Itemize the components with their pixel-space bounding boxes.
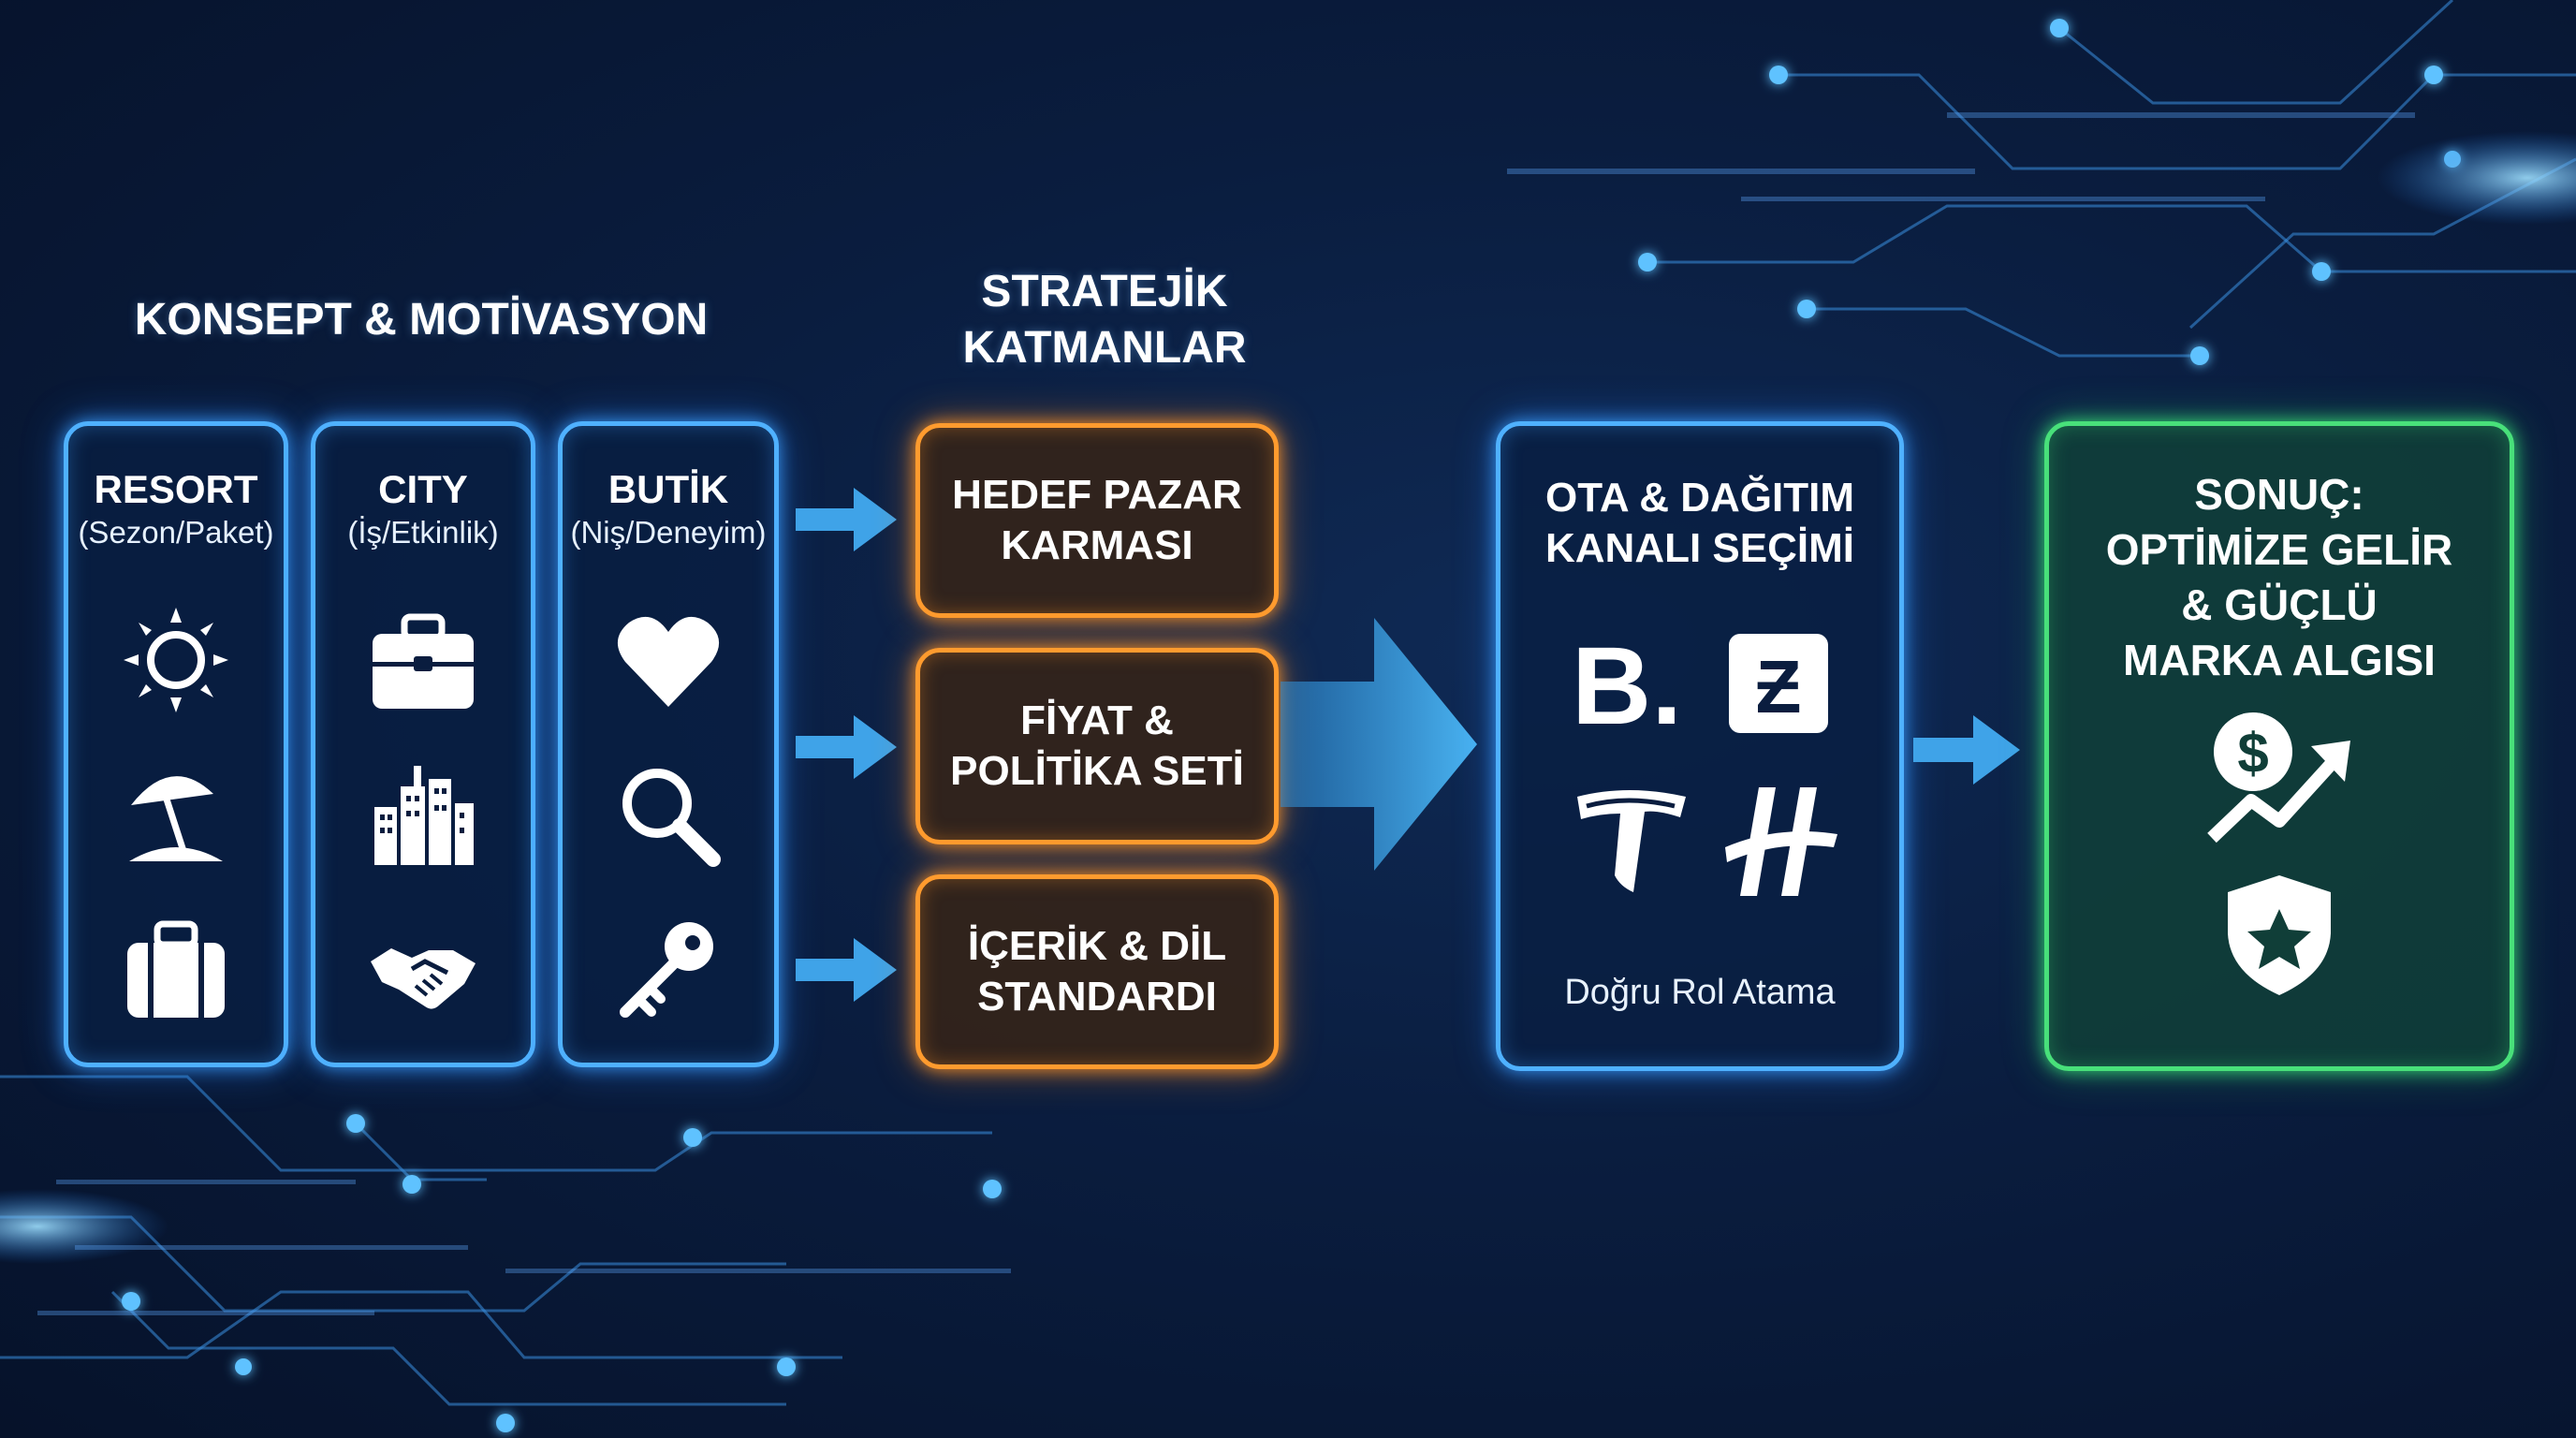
big-arrow-right xyxy=(1281,618,1477,871)
column-subtitle: (Niş/Deneyim) xyxy=(570,515,767,550)
concept-column-city: CITY (İş/Etkinlik) xyxy=(311,421,535,1067)
beach-umbrella-icon xyxy=(129,776,223,861)
strategic-layer-content-language: İÇERİK & DİL STANDARDI xyxy=(915,874,1279,1069)
result-box: SONUÇ: OPTİMİZE GELİR & GÜÇLÜ MARKA ALGI… xyxy=(2044,421,2514,1071)
heart-icon xyxy=(617,616,720,707)
dollar-growth-icon: $ xyxy=(2207,712,2350,844)
svg-text:Ƶ: Ƶ xyxy=(1756,645,1802,728)
layer-label: İÇERİK & DİL STANDARDI xyxy=(967,923,1227,1020)
concept-heading: KONSEPT & MOTİVASYON xyxy=(134,295,709,345)
strategic-layer-target-market: HEDEF PAZAR KARMASI xyxy=(915,423,1279,618)
e-square-logo: Ƶ xyxy=(1729,634,1828,733)
arrow-right-2 xyxy=(796,715,897,779)
layer-label: FİYAT & POLİTİKA SETİ xyxy=(950,697,1244,794)
luggage-icon xyxy=(127,920,225,1018)
column-title: BUTİK xyxy=(607,467,729,511)
shield-star-icon xyxy=(2228,875,2331,995)
t-logo xyxy=(1577,790,1686,892)
column-subtitle: (Sezon/Paket) xyxy=(78,515,274,550)
svg-text:B.: B. xyxy=(1572,624,1682,744)
column-title: RESORT xyxy=(94,467,258,511)
arrow-right-3 xyxy=(796,938,897,1002)
column-title: CITY xyxy=(378,467,468,511)
strategic-layer-price-policy: FİYAT & POLİTİKA SETİ xyxy=(915,648,1279,844)
arrow-right-result xyxy=(1913,715,2020,785)
handshake-icon xyxy=(371,948,476,1009)
result-title: SONUÇ: OPTİMİZE GELİR & GÜÇLÜ MARKA ALGI… xyxy=(2105,470,2453,684)
booking-b-logo: B. xyxy=(1572,624,1682,744)
key-icon xyxy=(620,922,713,1018)
layer-label: HEDEF PAZAR KARMASI xyxy=(952,472,1242,568)
ota-caption: Doğru Rol Atama xyxy=(1564,973,1836,1012)
concept-column-butik: BUTİK (Niş/Deneyim) xyxy=(558,421,779,1067)
strategic-heading: STRATEJİK KATMANLAR xyxy=(962,267,1247,373)
svg-text:$: $ xyxy=(2237,722,2268,785)
arrow-right-1 xyxy=(796,488,897,551)
city-buildings-icon xyxy=(374,766,474,865)
magnifier-icon xyxy=(622,769,721,867)
h-logo xyxy=(1725,787,1837,896)
concept-column-resort: RESORT (Sezon/Paket) xyxy=(64,421,288,1067)
column-subtitle: (İş/Etkinlik) xyxy=(347,515,499,550)
ota-channel-box: OTA & DAĞITIM KANALI SEÇİMİ B. Ƶ Doğru R… xyxy=(1496,421,1904,1071)
ota-title: OTA & DAĞITIM KANALI SEÇİMİ xyxy=(1545,475,1854,571)
sun-icon xyxy=(124,608,228,712)
briefcase-icon xyxy=(373,613,474,709)
